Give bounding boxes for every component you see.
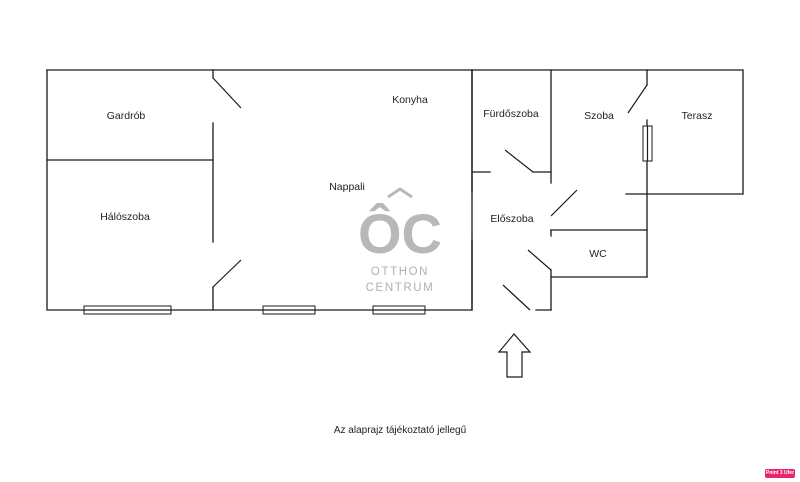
watermark-line2: CENTRUM	[366, 282, 435, 294]
room-label-eloszoba: Előszoba	[490, 213, 533, 225]
room-label-nappali: Nappali	[329, 181, 365, 193]
walls	[46, 69, 744, 311]
room-label-furdoszoba: Fürdőszoba	[483, 108, 539, 120]
watermark-logo: ÔC OTTHON CENTRUM	[358, 187, 442, 294]
room-label-haloszoba: Hálószoba	[100, 211, 150, 223]
watermark-line1: OTTHON	[371, 266, 429, 278]
room-label-konyha: Konyha	[392, 94, 428, 106]
brand-badge: Point 3 Ufer	[765, 469, 795, 478]
entrance-arrow-icon	[497, 333, 532, 378]
watermark-monogram: ÔC	[358, 202, 442, 265]
windows	[83, 125, 653, 315]
doors	[212, 77, 648, 311]
disclaimer-note: Az alaprajz tájékoztató jellegű	[333, 425, 467, 436]
watermark-chevron-icon	[387, 187, 413, 199]
room-label-terasz: Terasz	[682, 110, 713, 122]
room-labels: Gardrób Hálószoba Konyha Nappali Fürdősz…	[100, 94, 712, 260]
room-label-gardrob: Gardrób	[107, 110, 146, 122]
room-label-wc: WC	[589, 248, 607, 260]
room-label-szoba: Szoba	[584, 110, 614, 122]
